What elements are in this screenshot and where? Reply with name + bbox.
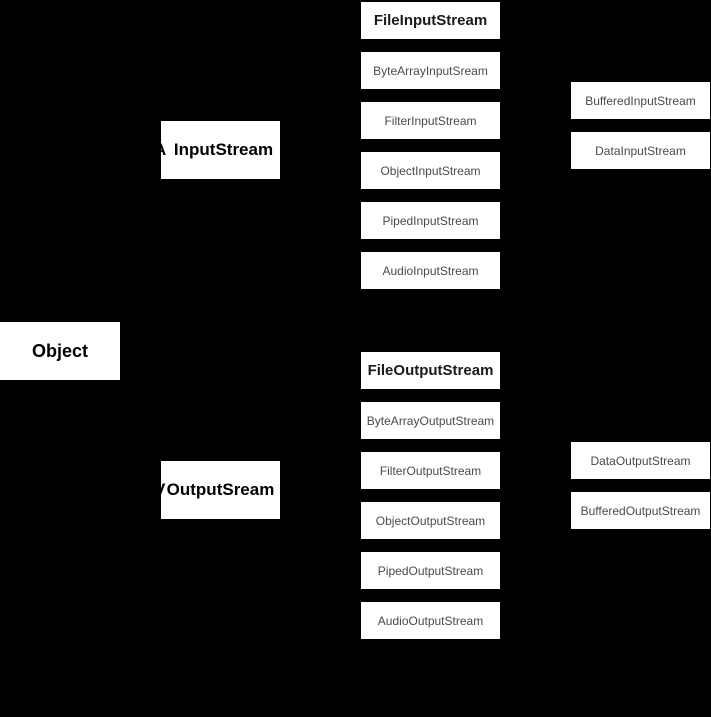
clipped-letter: A <box>154 140 167 159</box>
node-object-output-stream: ObjectOutputStream <box>361 502 500 539</box>
node-file-input-stream: FileInputStream <box>361 2 500 39</box>
node-label: AudioInputStream <box>382 263 479 278</box>
node-label: ByteArrayOutputStream <box>366 413 495 428</box>
node-buffered-output-stream: BufferedOutputStream <box>571 492 710 529</box>
node-object: Object <box>0 322 120 380</box>
clipped-letter: V <box>154 480 166 499</box>
node-label: FileOutputStream <box>367 362 494 379</box>
node-audio-output-stream: AudioOutputStream <box>361 602 500 639</box>
node-label: PipedOutputStream <box>377 563 484 578</box>
node-label: OutputSream <box>166 480 275 499</box>
node-label: DataOutputStream <box>590 453 691 468</box>
node-filter-input-stream: FilterInputStream <box>361 102 500 139</box>
node-label: Object <box>31 340 88 361</box>
node-label: BufferedOutputStream <box>580 503 701 518</box>
node-label: FilterInputStream <box>384 113 477 128</box>
node-label: PipedInputStream <box>382 213 479 228</box>
node-label: ObjectOutputStream <box>375 513 486 528</box>
node-label: FilterOutputStream <box>379 463 482 478</box>
node-data-output-stream: DataOutputStream <box>571 442 710 479</box>
node-data-input-stream: DataInputStream <box>571 132 710 169</box>
node-label: FileInputStream <box>373 12 488 29</box>
node-piped-output-stream: PipedOutputStream <box>361 552 500 589</box>
node-buffered-input-stream: BufferedInputStream <box>571 82 710 119</box>
node-audio-input-stream: AudioInputStream <box>361 252 500 289</box>
node-byte-array-input-sream: ByteArrayInputSream <box>361 52 500 89</box>
node-label: DataInputStream <box>595 143 686 158</box>
node-input-stream: A InputStream <box>154 121 280 179</box>
node-piped-input-stream: PipedInputStream <box>361 202 500 239</box>
node-label: BufferedInputStream <box>585 93 696 108</box>
node-filter-output-stream: FilterOutputStream <box>361 452 500 489</box>
node-object-input-stream: ObjectInputStream <box>361 152 500 189</box>
node-file-output-stream: FileOutputStream <box>361 352 500 389</box>
node-label: ByteArrayInputSream <box>373 63 488 78</box>
node-output-sream: V OutputSream <box>154 461 280 519</box>
node-byte-array-output-stream: ByteArrayOutputStream <box>361 402 500 439</box>
node-label: AudioOutputStream <box>377 613 484 628</box>
node-label: ObjectInputStream <box>380 163 481 178</box>
node-label: InputStream <box>173 140 274 159</box>
